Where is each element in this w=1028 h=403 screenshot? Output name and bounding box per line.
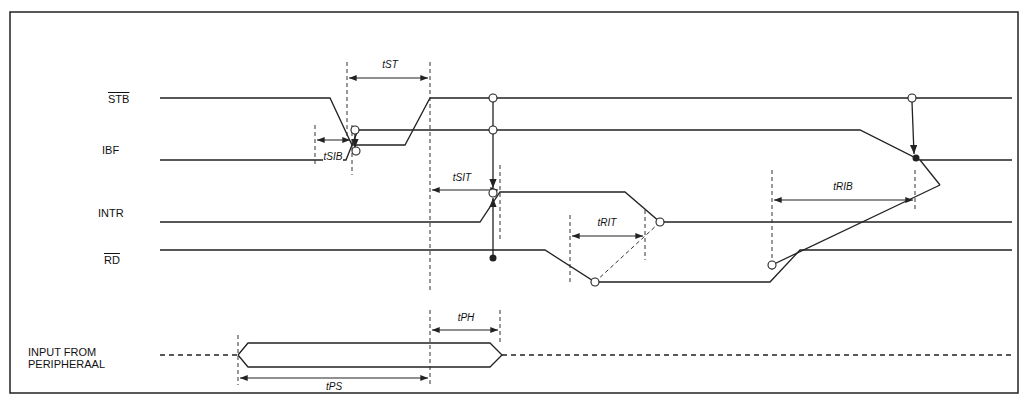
signal-name: IBF <box>102 144 119 156</box>
rd-tail <box>772 185 940 265</box>
event-markers <box>351 94 916 286</box>
timing-label: tRIB <box>832 181 853 192</box>
timing-label: tSIB <box>323 151 344 162</box>
timing-arrows <box>240 78 913 378</box>
frame <box>10 12 1018 393</box>
intr-wave <box>160 192 1012 222</box>
timing-label: tRIT <box>597 217 618 228</box>
reference-lines <box>238 62 915 385</box>
signal-name: INTR <box>98 207 124 219</box>
ibf-tail <box>920 160 940 185</box>
timing-label: tPS <box>325 381 343 392</box>
bus-idle <box>502 354 1012 355</box>
bus-idle <box>160 354 238 355</box>
ibf-wave <box>160 130 1012 160</box>
signal-name: STB <box>108 93 129 105</box>
timing-label: tPH <box>457 312 476 323</box>
timing-label: tSIT <box>452 172 472 183</box>
rd-wave <box>160 250 1012 282</box>
event-dots <box>490 155 920 262</box>
causal-arrows <box>355 102 914 258</box>
timing-label: tST <box>381 59 399 70</box>
bus-valid <box>238 343 502 367</box>
stb-wave <box>160 98 1012 145</box>
signal-name: INPUT FROM PERIPHERAAL <box>28 346 110 370</box>
signal-name: RD <box>104 254 120 266</box>
